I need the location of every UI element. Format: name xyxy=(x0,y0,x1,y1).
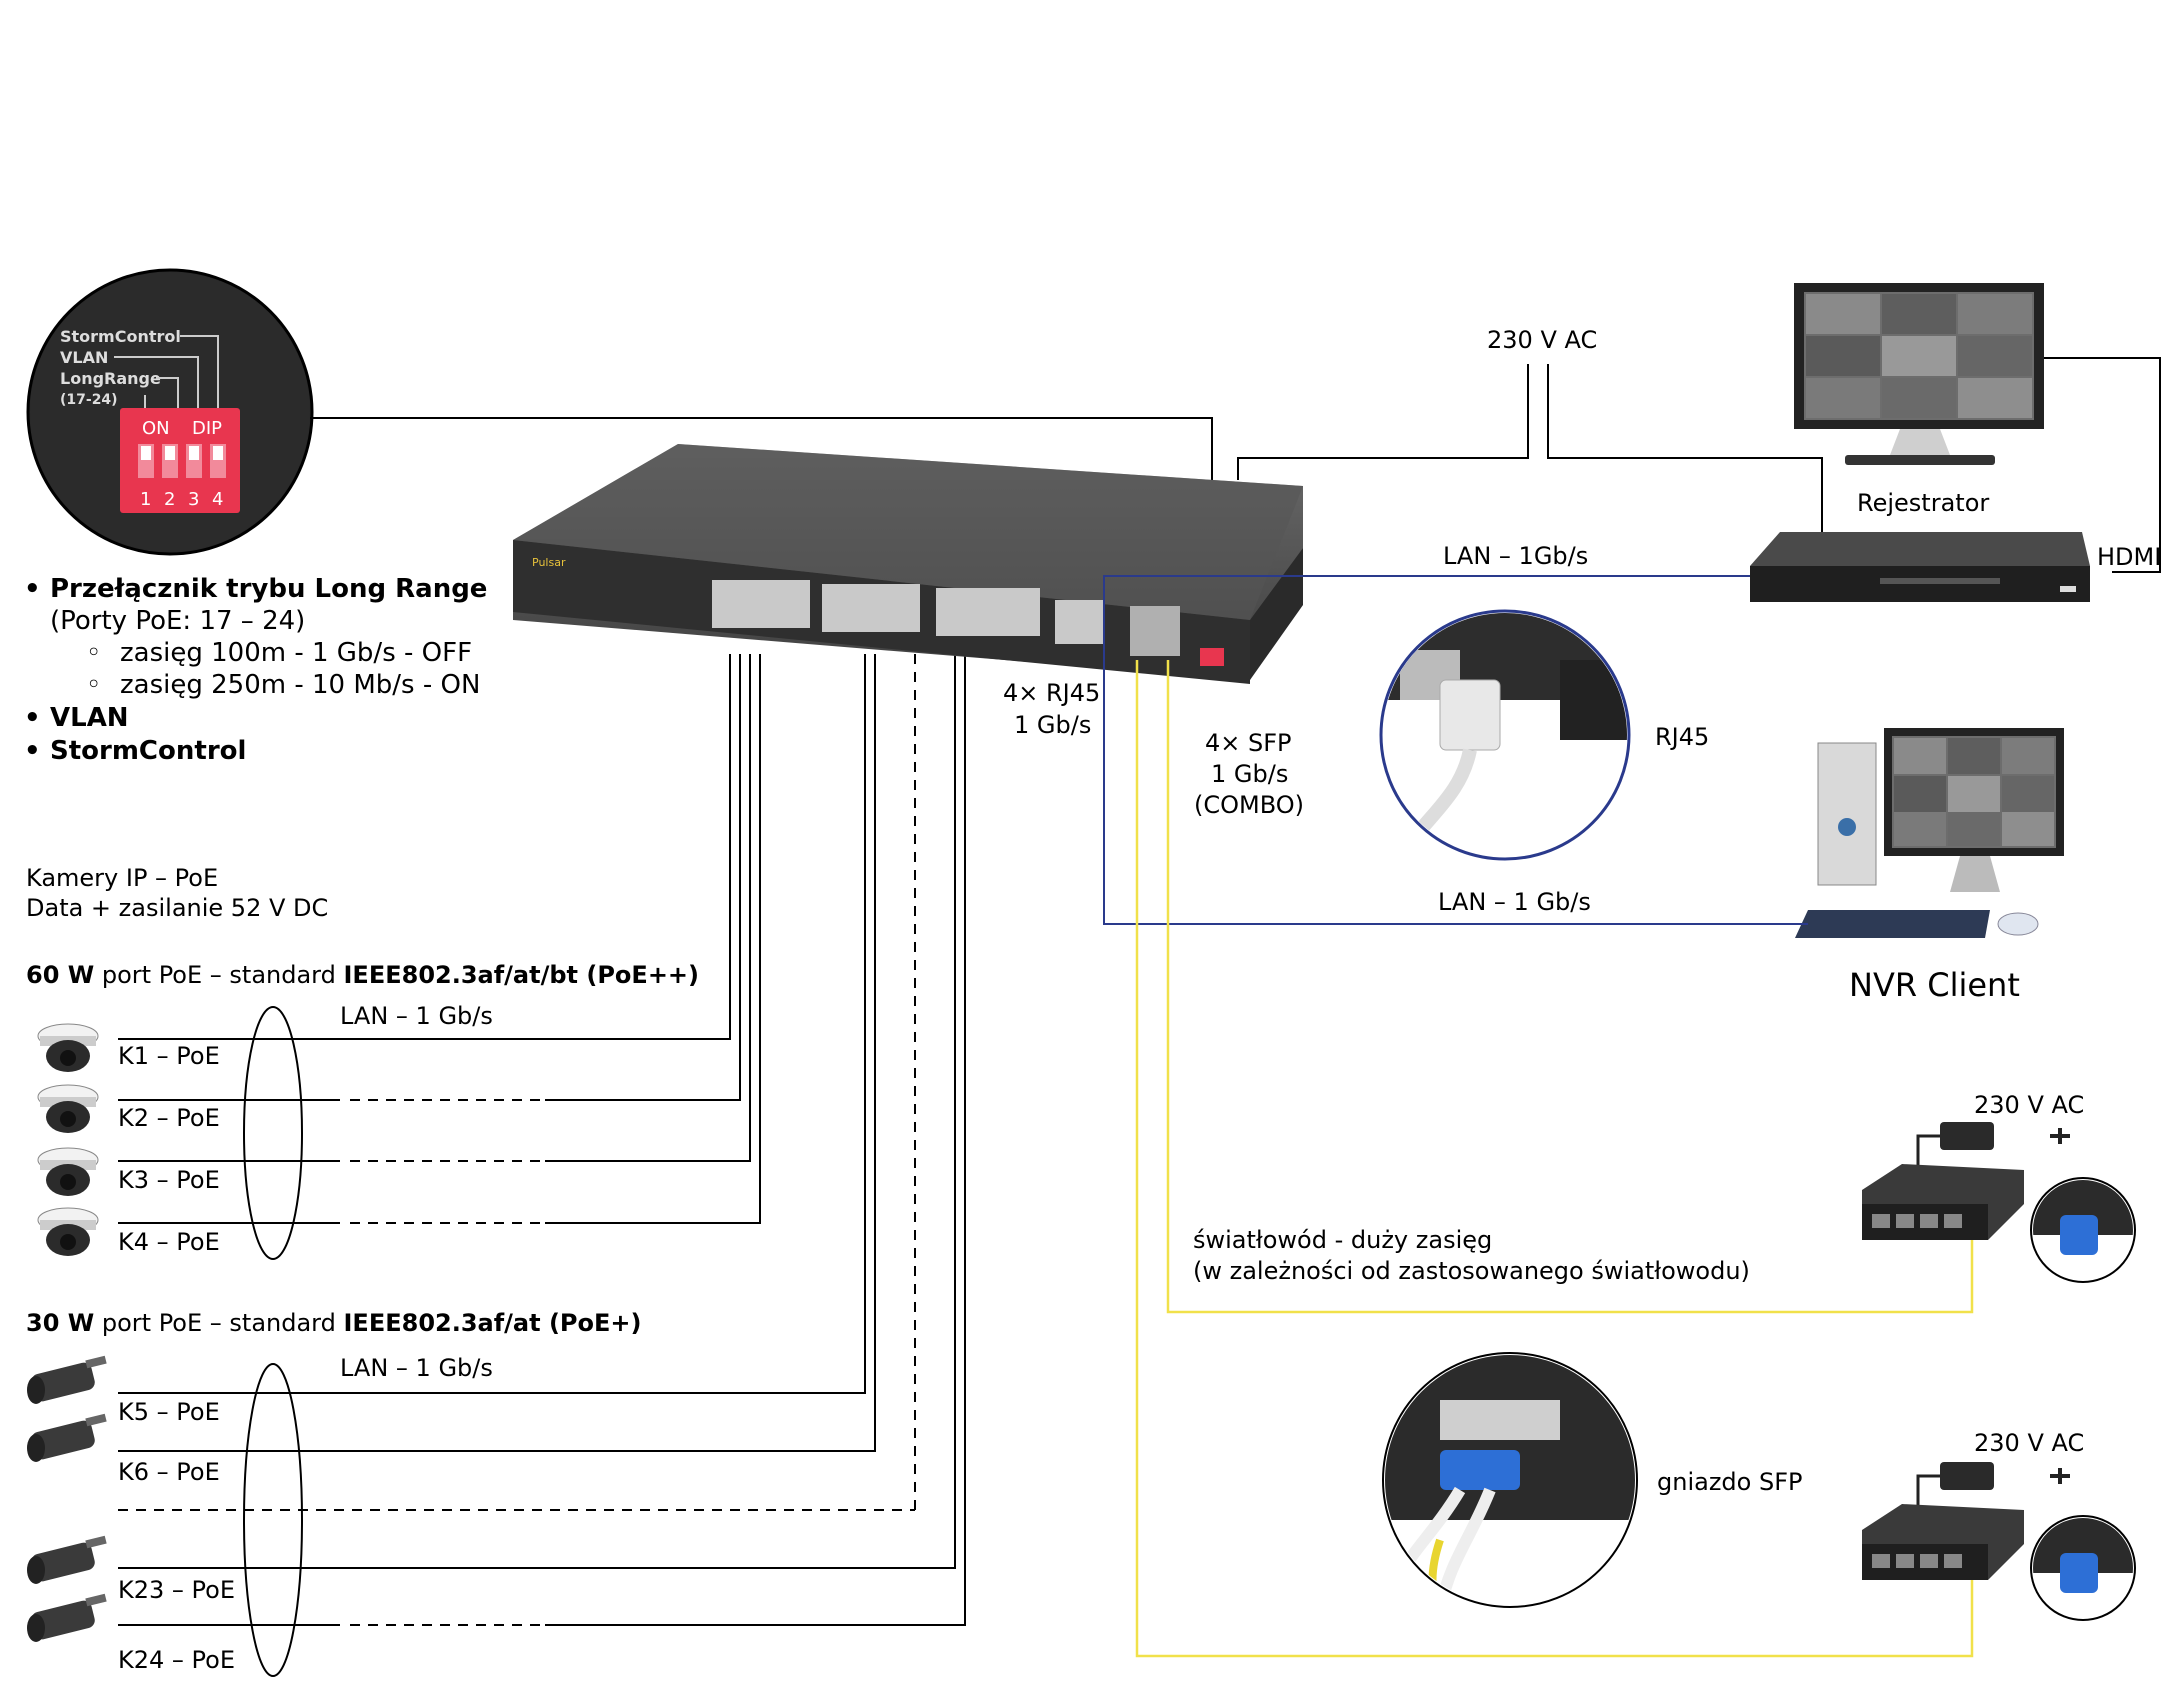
dip-label-longrange: LongRange xyxy=(60,369,161,388)
switch-brand: Pulsar xyxy=(532,556,566,569)
fiber-wire-2 xyxy=(1135,660,1974,1658)
camera-label-k1: K1 – PoE xyxy=(118,1042,220,1070)
dip-label-vlan: VLAN xyxy=(60,348,108,367)
feature-list: • Przełącznik trybu Long Range (Porty Po… xyxy=(24,574,487,766)
group-30w-standard: IEEE802.3af/at (PoE+) xyxy=(344,1309,642,1337)
camera-label-k24: K24 – PoE xyxy=(118,1646,235,1674)
rj45-uplink-count: 4× RJ45 xyxy=(1003,679,1100,707)
group-60w-power: 60 W xyxy=(26,961,94,989)
switch-rj45-ports xyxy=(712,580,1180,656)
poe-switch: Pulsar xyxy=(513,444,1303,684)
bullet-2: • xyxy=(24,703,41,733)
power-wire-recorder xyxy=(1547,364,1823,532)
bullet-3: • xyxy=(24,736,41,766)
lan-label-recorder: LAN – 1Gb/s xyxy=(1443,542,1588,570)
dip-toggles xyxy=(138,444,226,478)
dome-camera-icons xyxy=(37,1023,99,1256)
cameras-intro-line1: Kamery IP – PoE xyxy=(26,864,218,892)
lan-wire-recorder xyxy=(1103,575,1750,614)
dip-label-dip: DIP xyxy=(192,418,222,439)
bullet-camera-k5 xyxy=(27,1355,107,1404)
fiber-label-line2: (w zależności od zastosowanego światłowo… xyxy=(1193,1257,1750,1285)
feature-range-100m: zasięg 100m - 1 Gb/s - OFF xyxy=(120,638,472,668)
lan-label-nvr: LAN – 1 Gb/s xyxy=(1438,888,1591,916)
dip-switch-body xyxy=(120,408,240,513)
dip-number-4: 4 xyxy=(212,489,223,510)
rj45-callout xyxy=(1379,609,1631,861)
cable-bundle-60w xyxy=(243,1006,303,1260)
ac-label-converter-2: 230 V AC xyxy=(1974,1429,2084,1457)
bullet-camera-icons xyxy=(27,1355,107,1642)
sfp-socket-label: gniazdo SFP xyxy=(1657,1468,1802,1496)
fiber-wire-1 xyxy=(1166,660,1974,1314)
group-30w-power: 30 W xyxy=(26,1309,94,1337)
dip-switch-callout: StormControl VLAN LongRange (17-24) ON D… xyxy=(26,268,314,556)
bullet-1: • xyxy=(24,574,41,604)
group-60w-heading: 60 W port PoE – standard IEEE802.3af/at/… xyxy=(26,961,699,989)
camera-wires-60w xyxy=(118,654,761,1224)
dip-number-3: 3 xyxy=(188,489,199,510)
sfp-count: 4× SFP xyxy=(1205,729,1292,757)
dip-label-storm: StormControl xyxy=(60,327,181,346)
nvr-client-workstation xyxy=(1795,728,2064,938)
feature-stormcontrol: StormControl xyxy=(50,736,246,766)
ac-label-converter-1: 230 V AC xyxy=(1974,1091,2084,1119)
sfp-module-callout-1 xyxy=(2030,1177,2136,1283)
nvr-client-label: NVR Client xyxy=(1849,966,2020,1004)
camera-wires-30w xyxy=(118,654,966,1626)
recorder-label: Rejestrator xyxy=(1857,489,1989,517)
switch-dip-red xyxy=(1200,648,1224,666)
feature-vlan: VLAN xyxy=(50,703,129,733)
group-30w-mid: port PoE – standard xyxy=(94,1309,343,1337)
power-wire-switch xyxy=(1237,364,1529,480)
camera-label-k6: K6 – PoE xyxy=(118,1458,220,1486)
dip-label-on: ON xyxy=(142,418,170,439)
feature-long-range-ports: (Porty PoE: 17 – 24) xyxy=(50,606,305,636)
sub-bullet-2: ◦ xyxy=(86,670,101,700)
dip-label-range: (17-24) xyxy=(60,392,118,408)
hdmi-wire xyxy=(2044,357,2161,573)
dip-number-2: 2 xyxy=(164,489,175,510)
camera-label-k3: K3 – PoE xyxy=(118,1166,220,1194)
group-60w-standard: IEEE802.3af/at/bt (PoE++) xyxy=(344,961,700,989)
camera-label-k2: K2 – PoE xyxy=(118,1104,220,1132)
cable-bundle-30w xyxy=(243,1363,303,1677)
feature-long-range: Przełącznik trybu Long Range xyxy=(50,574,487,604)
lan-wire-nvr xyxy=(1103,614,1808,925)
dome-camera-k2 xyxy=(37,1084,99,1133)
rj45-uplink-speed: 1 Gb/s xyxy=(1014,711,1091,739)
bullet-camera-k24 xyxy=(27,1593,107,1642)
hdmi-label: HDMI xyxy=(2097,543,2161,571)
dome-camera-k4 xyxy=(37,1207,99,1256)
ac-label-top: 230 V AC xyxy=(1487,326,1597,354)
group-60w-mid: port PoE – standard xyxy=(94,961,343,989)
dome-camera-k1 xyxy=(37,1023,99,1072)
cameras-intro-line2: Data + zasilanie 52 V DC xyxy=(26,894,328,922)
feature-range-250m: zasięg 250m - 10 Mb/s - ON xyxy=(120,670,480,700)
monitor xyxy=(1794,283,2044,465)
fiber-label-line1: światłowód - duży zasięg xyxy=(1193,1226,1492,1254)
sub-bullet-1: ◦ xyxy=(86,638,101,668)
lan-label-60w: LAN – 1 Gb/s xyxy=(340,1002,493,1030)
dip-number-1: 1 xyxy=(140,489,151,510)
media-converter-2 xyxy=(1862,1462,2070,1580)
group-30w-heading: 30 W port PoE – standard IEEE802.3af/at … xyxy=(26,1309,641,1337)
media-converter-1 xyxy=(1862,1122,2070,1240)
camera-label-k23: K23 – PoE xyxy=(118,1576,235,1604)
dome-camera-k3 xyxy=(37,1147,99,1196)
sfp-socket-callout xyxy=(1382,1352,1638,1608)
bullet-camera-k6 xyxy=(27,1413,107,1462)
sfp-combo: (COMBO) xyxy=(1194,791,1304,819)
recorder xyxy=(1750,532,2090,602)
camera-label-k5: K5 – PoE xyxy=(118,1398,220,1426)
cameras-intro: Kamery IP – PoE Data + zasilanie 52 V DC xyxy=(26,864,328,922)
rj45-callout-label: RJ45 xyxy=(1655,723,1709,751)
bullet-camera-k23 xyxy=(27,1535,107,1584)
lan-label-30w: LAN – 1 Gb/s xyxy=(340,1354,493,1382)
sfp-speed: 1 Gb/s xyxy=(1211,760,1288,788)
sfp-module-callout-2 xyxy=(2030,1515,2136,1621)
camera-label-k4: K4 – PoE xyxy=(118,1228,220,1256)
